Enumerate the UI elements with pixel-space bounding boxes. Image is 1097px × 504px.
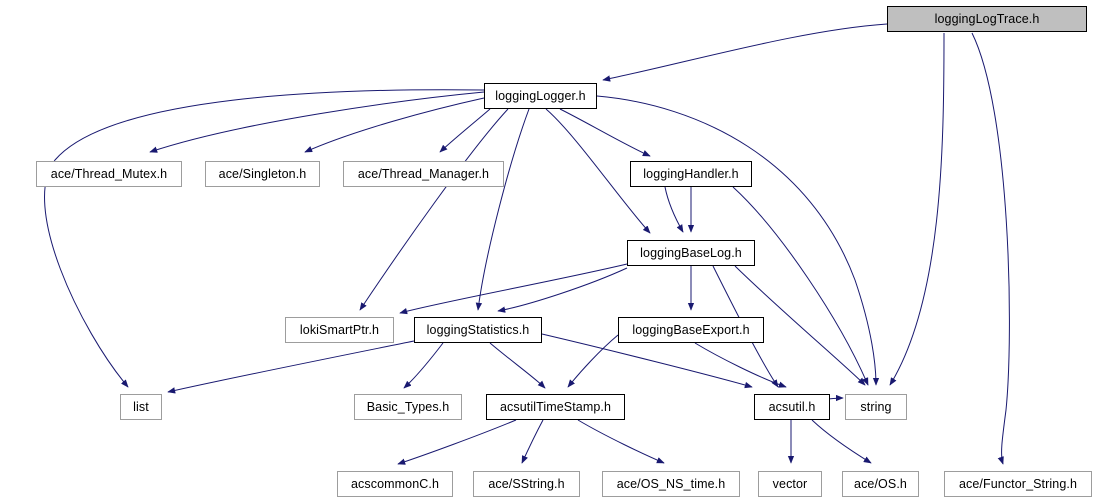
graph-node-label: ace/Functor_String.h <box>958 476 1078 491</box>
graph-edge <box>545 108 651 234</box>
graph-node-label: vector <box>772 476 808 491</box>
graph-node-loggingStatistics[interactable]: loggingStatistics.h <box>414 317 542 343</box>
graph-node-aceOSNSTime[interactable]: ace/OS_NS_time.h <box>602 471 740 497</box>
graph-edge <box>44 89 485 388</box>
graph-node-label: ace/Singleton.h <box>218 166 307 181</box>
graph-node-label: loggingLogTrace.h <box>934 11 1040 26</box>
graph-node-singleton[interactable]: ace/Singleton.h <box>205 161 320 187</box>
graph-node-acscommonC[interactable]: acscommonC.h <box>337 471 453 497</box>
graph-node-label: ace/SString.h <box>488 476 565 491</box>
graph-node-aceOS[interactable]: ace/OS.h <box>842 471 919 497</box>
graph-node-loggingLogTrace[interactable]: loggingLogTrace.h <box>887 6 1087 32</box>
graph-edge <box>734 265 866 386</box>
graph-node-loggingLogger[interactable]: loggingLogger.h <box>484 83 597 109</box>
graph-node-label: ace/Thread_Manager.h <box>357 166 490 181</box>
graph-edge <box>577 419 665 464</box>
graph-node-label: list <box>133 399 149 414</box>
graph-edge <box>971 32 1010 465</box>
graph-node-label: acscommonC.h <box>350 476 440 491</box>
graph-node-aceSString[interactable]: ace/SString.h <box>473 471 580 497</box>
graph-node-label: loggingBaseExport.h <box>632 322 750 337</box>
graph-node-label: loggingBaseLog.h <box>640 245 742 260</box>
graph-node-label: string <box>860 399 892 414</box>
graph-node-vector[interactable]: vector <box>758 471 822 497</box>
graph-node-basicTypes[interactable]: Basic_Types.h <box>354 394 462 420</box>
graph-node-label: ace/OS_NS_time.h <box>616 476 726 491</box>
graph-edge <box>889 32 945 386</box>
graph-edge <box>167 340 415 394</box>
graph-edge <box>664 186 684 233</box>
graph-node-threadMutex[interactable]: ace/Thread_Mutex.h <box>36 161 182 187</box>
graph-node-loggingBaseExport[interactable]: loggingBaseExport.h <box>618 317 764 343</box>
graph-edge <box>732 186 869 386</box>
graph-node-loggingHandler[interactable]: loggingHandler.h <box>630 161 752 187</box>
graph-edge <box>399 263 628 315</box>
graph-node-label: acsutil.h <box>768 399 816 414</box>
graph-edge <box>439 108 491 153</box>
graph-edge <box>811 419 872 464</box>
graph-edges <box>44 23 1010 465</box>
graph-node-label: Basic_Types.h <box>366 399 450 414</box>
graph-edge <box>521 419 544 464</box>
graph-edge <box>567 334 619 388</box>
graph-node-label: ace/Thread_Mutex.h <box>50 166 168 181</box>
graph-edge <box>149 91 485 153</box>
graph-node-threadManager[interactable]: ace/Thread_Manager.h <box>343 161 504 187</box>
graph-edge <box>541 333 753 389</box>
graph-edge <box>602 23 888 82</box>
graph-node-aceFunctorString[interactable]: ace/Functor_String.h <box>944 471 1092 497</box>
graph-node-list[interactable]: list <box>120 394 162 420</box>
graph-node-lokiSmartPtr[interactable]: lokiSmartPtr.h <box>285 317 394 343</box>
graph-edge <box>403 342 444 389</box>
graph-edge <box>497 267 628 313</box>
graph-node-label: loggingStatistics.h <box>426 322 530 337</box>
graph-edge <box>559 108 651 157</box>
graph-node-acsutilTimeStamp[interactable]: acsutilTimeStamp.h <box>486 394 625 420</box>
graph-node-acsutil[interactable]: acsutil.h <box>754 394 830 420</box>
graph-node-label: lokiSmartPtr.h <box>299 322 380 337</box>
graph-node-label: ace/OS.h <box>854 476 907 491</box>
graph-edge <box>596 95 880 386</box>
graph-edge <box>694 342 787 388</box>
graph-node-label: acsutilTimeStamp.h <box>499 399 612 414</box>
graph-node-label: loggingLogger.h <box>495 88 586 103</box>
graph-node-string[interactable]: string <box>845 394 907 420</box>
graph-edge <box>304 97 485 153</box>
graph-edge <box>475 108 530 311</box>
graph-edge <box>359 108 509 311</box>
graph-node-label: loggingHandler.h <box>643 166 739 181</box>
graph-node-loggingBaseLog[interactable]: loggingBaseLog.h <box>627 240 755 266</box>
graph-edge <box>489 342 546 389</box>
graph-edge <box>397 419 517 465</box>
